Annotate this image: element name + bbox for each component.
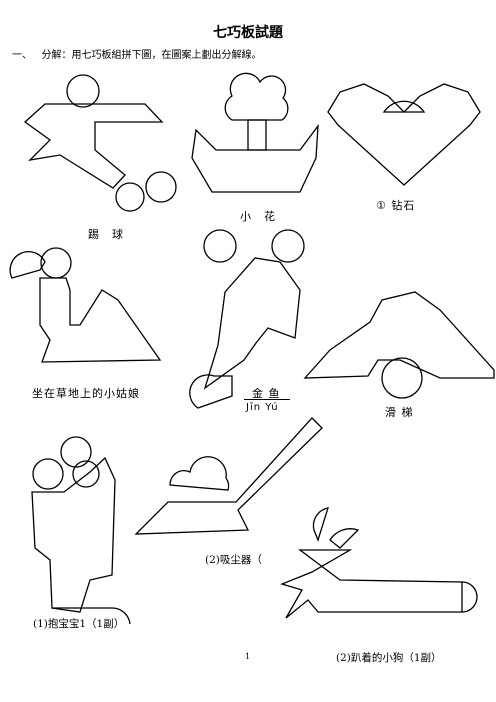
label-diamond: ① 钻石: [376, 199, 416, 212]
figure-lying-dog: [280, 507, 478, 619]
figure-goldfish: [189, 229, 305, 409]
instruction-number: 一、: [12, 50, 32, 61]
figure-diamond: [327, 83, 481, 186]
figure-small-flower: [191, 72, 319, 193]
figure-holding-baby: [31, 436, 131, 625]
figure-girl-on-grass: [9, 247, 162, 363]
label-vacuum-cleaner: (2)吸尘器（: [205, 554, 262, 566]
figure-slide: [303, 291, 495, 399]
figure-kicking-ball: [23, 74, 177, 212]
goldfish-underline: [244, 399, 290, 400]
instruction: 一、 分解：用七巧板組拼下圖，在圖案上劃出分解線。: [12, 46, 262, 61]
label-slide: 滑 梯: [385, 406, 414, 419]
label-holding-baby: (1)抱宝宝1（1副）: [33, 618, 125, 630]
pinyin-goldfish: Jīn Yú: [246, 402, 279, 413]
page-number: 1: [245, 652, 251, 661]
page-title: 七巧板試題: [213, 25, 283, 41]
label-girl-on-grass: 坐在草地上的小姑娘: [32, 387, 140, 400]
figure-vacuum-cleaner: [134, 417, 323, 535]
instruction-text: 分解：用七巧板組拼下圖，在圖案上劃出分解線。: [41, 50, 262, 61]
label-lying-dog: (2)趴着的小狗（1副）: [336, 652, 442, 664]
label-goldfish: 金 鱼: [252, 387, 281, 400]
label-small-flower: 小 花: [240, 210, 276, 223]
label-kicking-ball: 踢 球: [88, 228, 124, 241]
